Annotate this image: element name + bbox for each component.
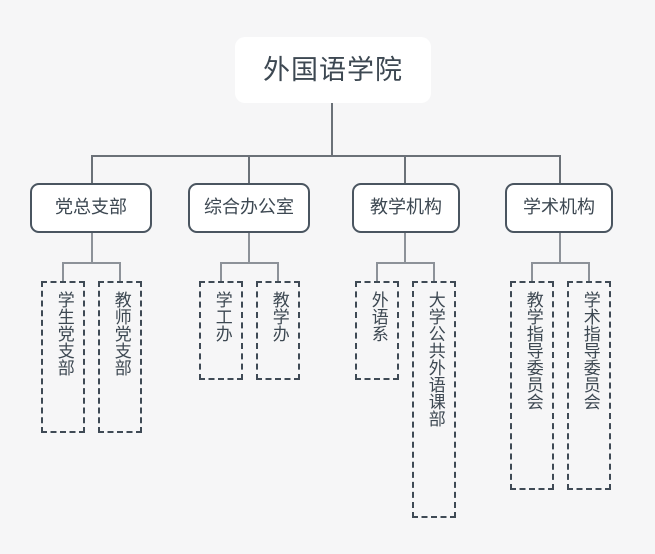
connector-drop-leaf-2-1 [220, 262, 222, 281]
connector-bus-branch-4 [531, 262, 589, 264]
node-leaf-xue-sheng-dang-zhi-bu[interactable]: 学生党支部 [41, 281, 85, 433]
node-branch-dang-zong-zhi-bu[interactable]: 党总支部 [30, 183, 152, 233]
node-leaf-4-1-label: 教学指导委员会 [522, 291, 543, 410]
node-leaf-2-1-label: 学工办 [211, 291, 232, 342]
node-leaf-1-2-label: 教师党支部 [110, 291, 131, 376]
connector-drop-leaf-4-2 [588, 262, 590, 281]
node-branch-4-label: 学术机构 [523, 197, 595, 218]
node-leaf-jiao-xue-zhi-dao-wei-yuan-hui[interactable]: 教学指导委员会 [510, 281, 554, 490]
connector-drop-leaf-3-1 [376, 262, 378, 281]
node-root[interactable]: 外国语学院 [235, 37, 431, 103]
node-root-label: 外国语学院 [263, 54, 403, 86]
node-leaf-3-2-label: 大学公共外语课部 [424, 291, 445, 427]
node-branch-zong-he-ban-gong-shi[interactable]: 综合办公室 [188, 183, 310, 233]
node-branch-3-label: 教学机构 [370, 197, 442, 218]
node-leaf-3-1-label: 外语系 [367, 291, 388, 342]
node-branch-xue-shu-ji-gou[interactable]: 学术机构 [505, 183, 613, 233]
connector-drop-leaf-1-2 [119, 262, 121, 281]
connector-drop-branch-3 [404, 155, 406, 183]
connector-stem-branch-3 [404, 233, 406, 263]
node-branch-1-label: 党总支部 [55, 197, 127, 218]
connector-stem-branch-1 [91, 233, 93, 263]
connector-root-stem [331, 103, 333, 156]
node-leaf-1-1-label: 学生党支部 [53, 291, 74, 376]
connector-drop-leaf-4-1 [531, 262, 533, 281]
connector-stem-branch-4 [559, 233, 561, 263]
node-leaf-jiao-shi-dang-zhi-bu[interactable]: 教师党支部 [98, 281, 142, 433]
node-leaf-2-2-label: 教学办 [268, 291, 289, 342]
node-branch-2-label: 综合办公室 [204, 197, 294, 218]
connector-drop-leaf-1-1 [62, 262, 64, 281]
connector-drop-leaf-3-2 [433, 262, 435, 281]
node-leaf-xue-gong-ban[interactable]: 学工办 [199, 281, 243, 380]
connector-bus-branch-3 [376, 262, 434, 264]
connector-bus-branch-2 [220, 262, 278, 264]
node-leaf-da-xue-gong-gong-wai-yu-ke-bu[interactable]: 大学公共外语课部 [412, 281, 456, 518]
connector-bus-branch-1 [62, 262, 120, 264]
node-leaf-jiao-xue-ban[interactable]: 教学办 [256, 281, 300, 380]
node-leaf-xue-shu-zhi-dao-wei-yuan-hui[interactable]: 学术指导委员会 [567, 281, 611, 490]
connector-drop-branch-1 [91, 155, 93, 183]
connector-drop-branch-2 [248, 155, 250, 183]
connector-stem-branch-2 [248, 233, 250, 263]
node-leaf-4-2-label: 学术指导委员会 [579, 291, 600, 410]
connector-drop-branch-4 [559, 155, 561, 183]
connector-drop-leaf-2-2 [277, 262, 279, 281]
node-leaf-wai-yu-xi[interactable]: 外语系 [355, 281, 399, 380]
node-branch-jiao-xue-ji-gou[interactable]: 教学机构 [352, 183, 460, 233]
connector-root-bus [91, 155, 561, 157]
